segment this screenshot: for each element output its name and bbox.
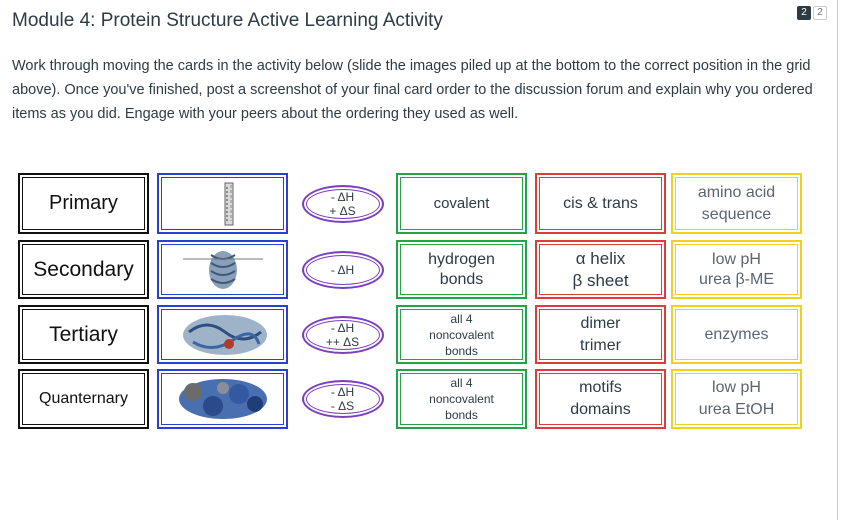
card-amino-acid-sequence[interactable]: amino acid sequence <box>671 173 802 234</box>
card-label: α helix β sheet <box>572 248 629 290</box>
card-low-ph-urea-etoh[interactable]: low pH urea EtOH <box>671 369 802 429</box>
folded-protein-icon <box>182 314 267 355</box>
card-label: amino acid sequence <box>697 183 776 223</box>
thermo-oval: - ΔH - ΔS <box>301 380 384 418</box>
thermo-oval: - ΔH ++ ΔS <box>301 315 384 354</box>
card-label: all 4 noncovalent bonds <box>429 311 494 358</box>
card-label: Secondary <box>33 257 134 281</box>
card-bond-noncovalent-2[interactable]: all 4 noncovalent bonds <box>396 369 527 429</box>
protein-complex-icon <box>178 379 267 419</box>
card-thermo-3[interactable]: - ΔH ++ ΔS <box>296 305 389 364</box>
scrollbar-divider <box>837 0 838 520</box>
card-dimer-trimer[interactable]: dimer trimer <box>535 305 666 364</box>
card-bond-covalent[interactable]: covalent <box>396 173 527 234</box>
card-label: cis & trans <box>563 194 638 212</box>
card-bond-noncovalent-1[interactable]: all 4 noncovalent bonds <box>396 305 527 364</box>
card-motifs-domains[interactable]: motifs domains <box>535 369 666 429</box>
card-thermo-4[interactable]: - ΔH - ΔS <box>296 369 389 429</box>
card-secondary-image[interactable] <box>157 240 288 299</box>
card-tertiary[interactable]: Tertiary <box>18 305 149 364</box>
page-badges: 2 2 <box>797 6 827 20</box>
badge-total[interactable]: 2 <box>813 6 827 20</box>
card-label: covalent <box>433 194 490 212</box>
card-label: all 4 noncovalent bonds <box>429 376 494 422</box>
card-label: Primary <box>49 192 118 214</box>
card-label: dimer trimer <box>580 314 621 354</box>
card-quanternary[interactable]: Quanternary <box>18 369 149 429</box>
card-low-ph-urea-bme[interactable]: low pH urea β-ME <box>671 240 802 299</box>
card-cis-trans[interactable]: cis & trans <box>535 173 666 234</box>
card-helix-sheet[interactable]: α helix β sheet <box>535 240 666 299</box>
card-thermo-1[interactable]: - ΔH + ΔS <box>296 173 389 234</box>
badge-current[interactable]: 2 <box>797 6 811 20</box>
card-label: low pH urea β-ME <box>699 250 774 288</box>
card-quaternary-image[interactable] <box>157 369 288 429</box>
card-label: enzymes <box>704 325 769 343</box>
card-tertiary-image[interactable] <box>157 305 288 364</box>
card-label: hydrogen bonds <box>428 250 495 288</box>
page-title: Module 4: Protein Structure Active Learn… <box>12 10 443 31</box>
amino-acid-chain-icon <box>224 182 233 225</box>
thermo-oval: - ΔH <box>301 250 384 289</box>
card-label: low pH urea EtOH <box>698 379 775 418</box>
activity-instructions: Work through moving the cards in the act… <box>12 58 813 122</box>
thermo-oval: - ΔH + ΔS <box>301 184 384 223</box>
card-secondary[interactable]: Secondary <box>18 240 149 299</box>
helix-icon <box>182 250 263 289</box>
card-label: Tertiary <box>49 322 118 346</box>
card-label: Quanternary <box>39 390 128 407</box>
card-bond-hydrogen[interactable]: hydrogen bonds <box>396 240 527 299</box>
card-thermo-2[interactable]: - ΔH <box>296 240 389 299</box>
card-label: motifs domains <box>570 379 631 418</box>
card-primary[interactable]: Primary <box>18 173 149 234</box>
card-enzymes[interactable]: enzymes <box>671 305 802 364</box>
card-primary-image[interactable] <box>157 173 288 234</box>
